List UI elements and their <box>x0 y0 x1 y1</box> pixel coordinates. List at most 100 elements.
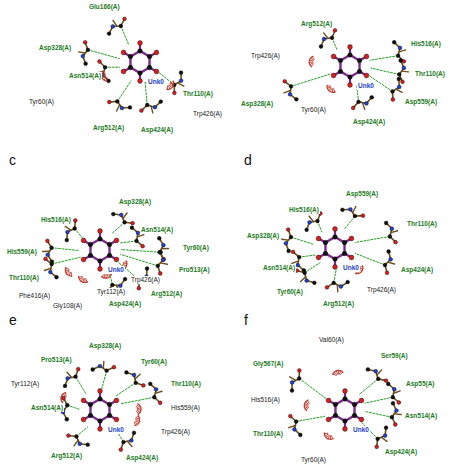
atom-dot <box>383 263 387 267</box>
atom-dot <box>157 236 161 240</box>
atom-dot <box>130 226 134 230</box>
hydrogen-bond <box>121 250 160 253</box>
atom-dot <box>81 398 86 403</box>
atom-dot <box>319 45 323 49</box>
hydrogen-bond <box>121 254 158 265</box>
atom-dot <box>81 257 86 262</box>
hydrophobic-spike <box>102 75 105 77</box>
hbond-residue-label: Asn514(A) <box>30 404 64 412</box>
hydrophobic-spike <box>307 400 309 403</box>
atom-dot <box>349 255 354 260</box>
hbond-residue-label: His559(A) <box>6 248 38 256</box>
residue-bond <box>289 425 296 427</box>
hydrogen-bond <box>344 216 355 229</box>
hbond-residue-label: Tyr60(A) <box>140 358 168 366</box>
ligand-name: Unk0 <box>357 82 375 90</box>
atom-dot <box>48 270 52 274</box>
atom-dot <box>286 228 290 232</box>
atom-dot <box>338 69 343 74</box>
hydrophobic-residue-label: Trp426(A) <box>366 286 397 294</box>
atom-dot <box>325 285 329 289</box>
atom-dot <box>402 66 406 70</box>
hbond-residue-label: Asp424(A) <box>400 266 434 274</box>
atom-dot <box>391 395 395 399</box>
atom-dot <box>313 281 317 285</box>
atom-dot <box>348 45 353 50</box>
atom-dot <box>349 236 354 241</box>
atom-dot <box>75 435 79 439</box>
hydrophobic-arc <box>333 370 344 375</box>
residue-bond <box>282 239 289 240</box>
ligand-name: Unk0 <box>342 264 360 272</box>
hydrophobic-arc <box>65 267 72 276</box>
hydrophobic-spike <box>137 409 140 411</box>
atom-dot <box>390 415 394 419</box>
atom-dot <box>159 250 163 254</box>
atom-dot <box>138 41 143 46</box>
hydrogen-bond <box>370 56 398 60</box>
hydrophobic-residue-label: Tyr60(A) <box>28 98 55 106</box>
hbond-residue-label: Thr110(A) <box>182 90 214 98</box>
hydrophobic-spike <box>169 86 170 89</box>
atom-dot <box>138 71 143 76</box>
hydrophobic-spike <box>71 273 72 277</box>
atom-dot <box>365 101 369 105</box>
hydrogen-bond <box>365 397 393 403</box>
atom-dot <box>88 402 93 407</box>
atom-dot <box>119 284 123 288</box>
hydrophobic-spike <box>107 274 109 277</box>
atom-dot <box>297 255 301 259</box>
residue-bond <box>160 263 167 264</box>
atom-dot <box>333 257 338 262</box>
residue-bond <box>337 285 339 292</box>
atom-dot <box>86 48 90 52</box>
hbond-residue-label: Glu166(A) <box>88 3 121 11</box>
atom-dot <box>333 413 338 418</box>
hbond-residue-label: Asp328(A) <box>38 44 72 52</box>
hydrogen-bond <box>359 379 378 395</box>
atom-dot <box>74 375 78 379</box>
hydrophobic-arc <box>324 433 333 440</box>
atom-dot <box>343 389 348 394</box>
atom-dot <box>145 103 149 107</box>
atom-dot <box>98 419 103 424</box>
hbond-residue-label: Arg512(A) <box>150 290 183 298</box>
residue-bond <box>161 248 168 250</box>
hbond-residue-label: Asp328(A) <box>240 100 274 108</box>
hydrophobic-spike <box>330 436 331 439</box>
hydrogen-bond <box>355 236 390 242</box>
hbond-residue-label: Thr110(A) <box>406 220 438 228</box>
hydrogen-bond <box>121 26 129 44</box>
hbond-residue-label: Thr110(A) <box>414 70 446 78</box>
atom-dot <box>50 246 54 250</box>
hydrophobic-residue-label: Tyr60(A) <box>300 106 327 114</box>
atom-dot <box>364 73 369 78</box>
hydrogen-bond <box>105 67 120 68</box>
atom-dot <box>297 377 301 381</box>
atom-dot <box>121 69 126 74</box>
panel-letter: f <box>243 312 249 328</box>
atom-dot <box>135 239 139 243</box>
atom-dot <box>393 423 397 427</box>
hydrophobic-spike <box>134 422 135 425</box>
atom-dot <box>384 426 388 430</box>
atom-dot <box>45 239 49 243</box>
residue-bond <box>43 251 50 253</box>
atom-dot <box>158 401 162 405</box>
atom-dot <box>88 413 93 418</box>
atom-dot <box>62 396 66 400</box>
atom-dot <box>332 281 336 285</box>
hydrophobic-spike <box>136 418 139 419</box>
hydrophobic-spike <box>336 371 337 374</box>
atom-dot <box>123 220 127 224</box>
atom-dot <box>388 235 392 239</box>
atom-dot <box>357 69 362 74</box>
atom-dot <box>397 77 401 81</box>
atom-dot <box>129 439 133 443</box>
atom-dot <box>179 71 183 75</box>
atom-dot <box>298 433 302 437</box>
hydrophobic-residue-label: Gly108(A) <box>52 302 83 310</box>
atom-dot <box>297 369 301 373</box>
hydrophobic-residue-label: Tyr112(A) <box>96 288 126 296</box>
residue-bond <box>65 226 71 230</box>
